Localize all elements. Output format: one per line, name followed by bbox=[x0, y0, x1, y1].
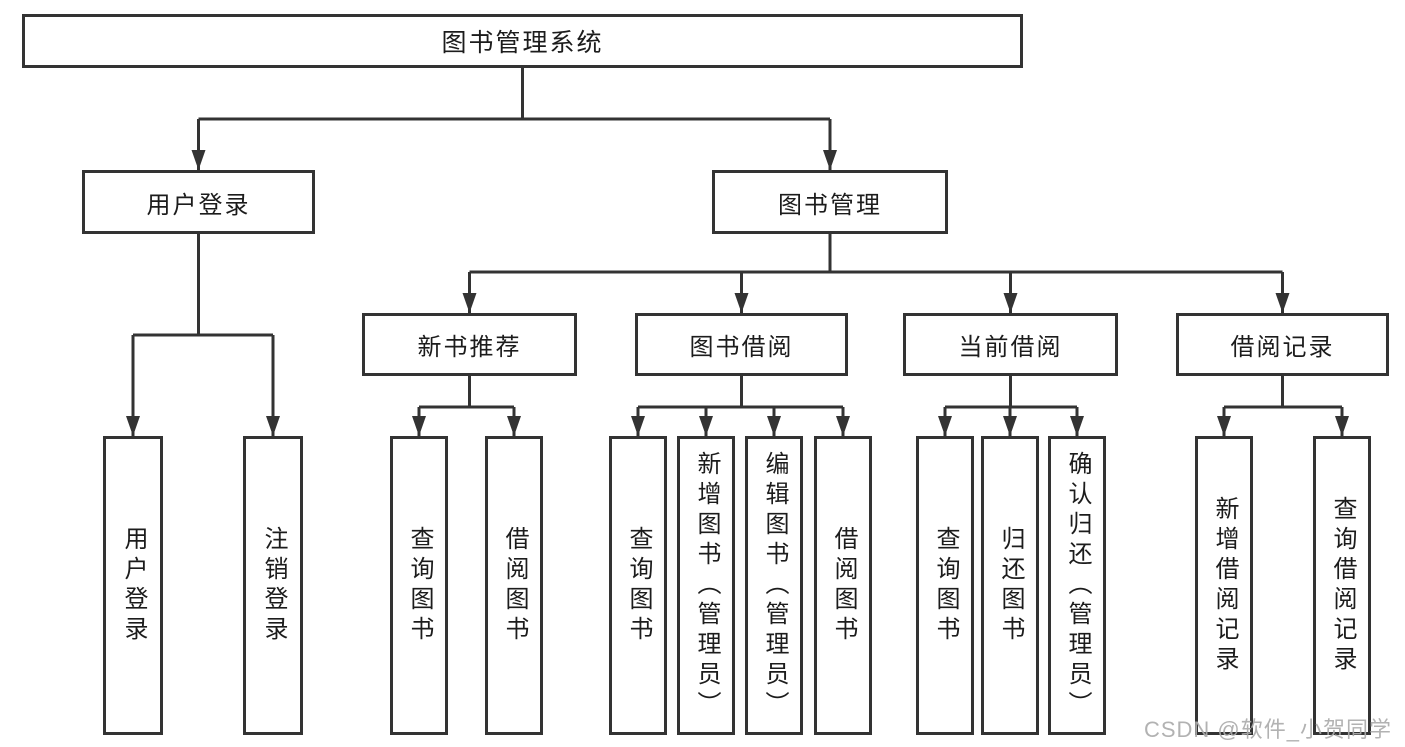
leaf-confirm-return-admin: 确认归还（管理员） bbox=[1048, 436, 1106, 735]
leaf-query-books-current: 查询图书 bbox=[916, 436, 974, 735]
leaf-logout: 注销登录 bbox=[243, 436, 303, 735]
node-library-system: 图书管理系统 bbox=[22, 14, 1023, 68]
leaf-borrow-books-recommend: 借阅图书 bbox=[485, 436, 543, 735]
leaf-query-books-recommend: 查询图书 bbox=[390, 436, 448, 735]
leaf-return-books: 归还图书 bbox=[981, 436, 1039, 735]
node-current-borrowing: 当前借阅 bbox=[903, 313, 1118, 376]
leaf-edit-books-admin: 编辑图书（管理员） bbox=[745, 436, 803, 735]
node-new-book-recommendation: 新书推荐 bbox=[362, 313, 577, 376]
leaf-add-borrow-record: 新增借阅记录 bbox=[1195, 436, 1253, 735]
node-book-borrowing: 图书借阅 bbox=[635, 313, 848, 376]
leaf-query-borrow-record: 查询借阅记录 bbox=[1313, 436, 1371, 735]
leaf-borrow-books: 借阅图书 bbox=[814, 436, 872, 735]
node-book-management-module: 图书管理 bbox=[712, 170, 948, 234]
node-borrowing-records: 借阅记录 bbox=[1176, 313, 1389, 376]
leaf-user-login: 用户登录 bbox=[103, 436, 163, 735]
leaf-query-books-borrow: 查询图书 bbox=[609, 436, 667, 735]
leaf-add-books-admin: 新增图书（管理员） bbox=[677, 436, 735, 735]
node-user-login-module: 用户登录 bbox=[82, 170, 315, 234]
watermark: CSDN @软件_小贺同学 bbox=[1143, 717, 1392, 742]
